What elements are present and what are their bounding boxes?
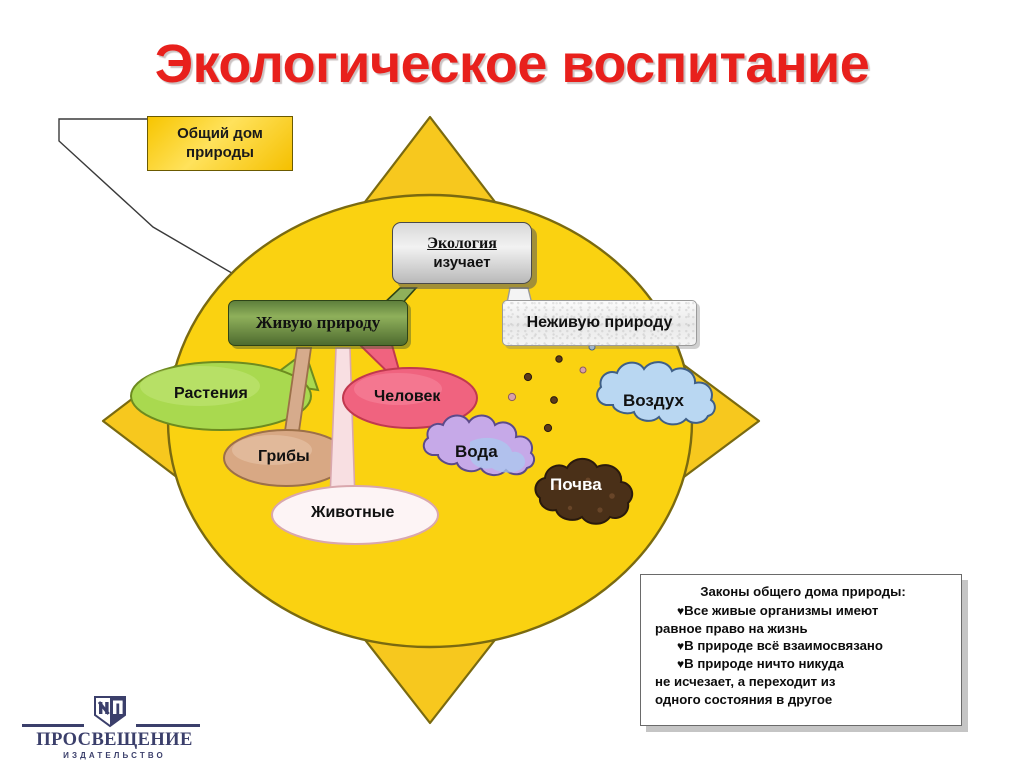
law-item-3-line-1: ♥В природе ничто никуда: [655, 655, 951, 673]
ecology-studies-box: Экология изучает: [392, 222, 532, 284]
heart-icon: ♥: [677, 657, 685, 671]
air-label: Воздух: [623, 391, 685, 410]
heart-icon: ♥: [677, 603, 685, 618]
common-home-line-1: Общий дом: [177, 125, 263, 143]
law-item-3-line-3: одного состояния в другое: [655, 691, 833, 707]
soil-label: Почва: [550, 475, 602, 494]
publisher-subtitle: ИЗДАТЕЛЬСТВО: [63, 751, 166, 760]
logo-rule-right: [136, 724, 200, 727]
logo-rule-left: [22, 724, 84, 727]
ecology-word: Экология: [427, 235, 497, 252]
human-label: Человек: [374, 388, 441, 405]
publisher-logo: ПРОСВЕЩЕНИЕ ИЗДАТЕЛЬСТВО: [22, 694, 207, 760]
animals-label: Животные: [311, 504, 395, 521]
living-nature-box: Живую природу: [228, 300, 408, 346]
studies-word: изучает: [433, 254, 491, 271]
fungi-label: Грибы: [258, 448, 310, 465]
law-item-3-line-2: не исчезает, а переходит из: [655, 673, 836, 689]
non-living-nature-label: Неживую природу: [526, 314, 673, 331]
water-label: Вода: [455, 442, 498, 461]
law-item-2-line-1: ♥В природе всё взаимосвязано: [655, 637, 951, 655]
laws-header: Законы общего дома природы:: [700, 584, 906, 599]
law-3-text-a: В природе ничто никуда: [684, 656, 844, 671]
law-1-text-a: Все живые организмы имеют: [684, 602, 879, 618]
law-item-1-line-2: равное право на жизнь: [655, 620, 808, 636]
plants-label: Растения: [174, 385, 248, 402]
common-home-line-2: природы: [186, 143, 254, 161]
publisher-shield-icon: [94, 696, 126, 728]
non-living-nature-box: Неживую природу: [502, 300, 697, 346]
publisher-name: ПРОСВЕЩЕНИЕ: [36, 730, 193, 750]
page-title: Экологическое воспитание: [154, 34, 870, 94]
law-item-1-line-1: ♥Все живые организмы имеют: [655, 602, 951, 620]
law-2-text-a: В природе всё взаимосвязано: [684, 638, 883, 654]
callout-leader-line: [58, 118, 308, 318]
living-nature-label: Живую природу: [255, 313, 381, 332]
common-home-of-nature-box: Общий дом природы: [147, 116, 293, 171]
heart-icon: ♥: [677, 639, 685, 654]
laws-of-nature-box: Законы общего дома природы: ♥Все живые о…: [640, 574, 962, 726]
